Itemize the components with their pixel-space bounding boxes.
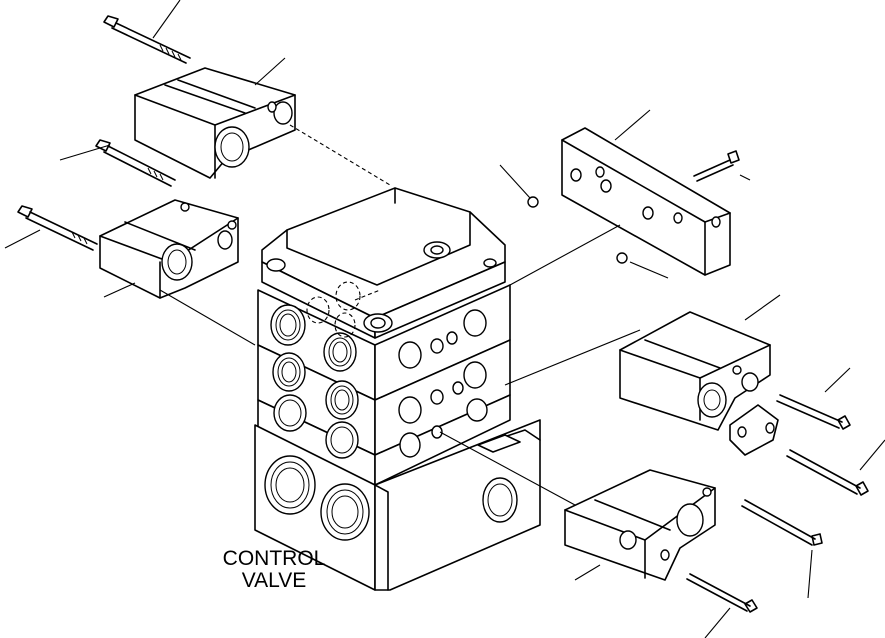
alignment-lines (159, 124, 641, 506)
caption-line-1: CONTROL (222, 547, 326, 570)
right-cap-assembly (619, 294, 885, 496)
control-valve-label: CONTROL VALVE (214, 548, 334, 592)
control-valve-body (254, 187, 541, 591)
caption-line-2: VALVE (241, 569, 307, 592)
top-right-plate-assembly (499, 109, 751, 279)
bottom-right-cap-assembly (564, 469, 823, 638)
left-cap-assembly (4, 139, 239, 299)
top-left-cap-assembly (103, 0, 296, 179)
